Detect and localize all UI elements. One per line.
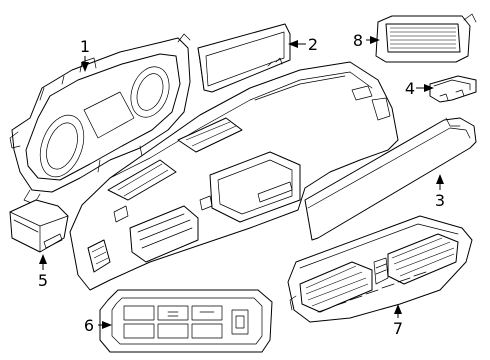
central-display bbox=[197, 23, 291, 93]
dashboard-panel bbox=[69, 61, 399, 291]
callout-1: 1 bbox=[80, 37, 90, 56]
small-switch bbox=[429, 75, 477, 103]
callout-4: 4 bbox=[405, 79, 415, 98]
callout-5: 5 bbox=[38, 271, 48, 290]
callout-6: 6 bbox=[84, 316, 94, 335]
vent-control-unit bbox=[287, 215, 473, 323]
callout-2: 2 bbox=[308, 35, 318, 54]
callout-7: 7 bbox=[393, 319, 403, 338]
trim-strip bbox=[304, 117, 477, 241]
climate-panel bbox=[99, 289, 273, 353]
instrument-cluster bbox=[9, 33, 191, 205]
leader-lines bbox=[39, 36, 444, 329]
callout-numbers: 1 2 3 4 5 6 7 8 bbox=[38, 31, 445, 338]
callout-8: 8 bbox=[353, 31, 363, 50]
rear-vent bbox=[375, 13, 477, 63]
callout-3: 3 bbox=[435, 191, 445, 210]
control-module bbox=[9, 199, 69, 253]
